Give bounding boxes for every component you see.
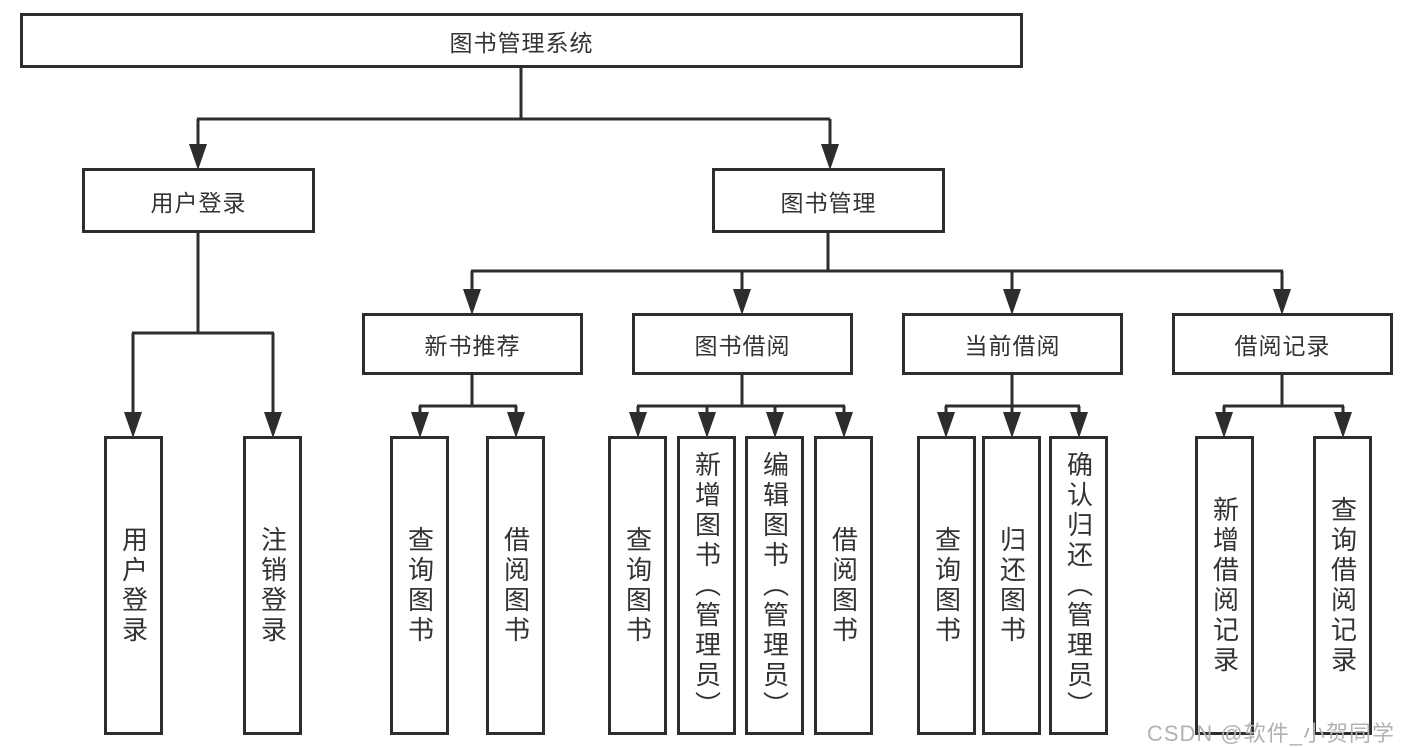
leaf-return-book: 归还图书 — [982, 436, 1041, 735]
arrowhead-icon — [733, 289, 751, 315]
watermark: CSDN @软件_小贺同学 — [1146, 721, 1395, 746]
arrowhead-icon — [1003, 289, 1021, 315]
leaf-query-book-recommend: 查询图书 — [390, 436, 449, 735]
leaf-add-book-admin: 新增图书（管理员） — [677, 436, 736, 735]
leaf-confirm-return-admin: 确认归还（管理员） — [1049, 436, 1108, 735]
leaf-query-book-borrow: 查询图书 — [608, 436, 667, 735]
leaf-borrow-book-recommend: 借阅图书 — [486, 436, 545, 735]
arrowhead-icon — [1273, 289, 1291, 315]
arrowhead-icon — [821, 144, 839, 170]
arrowhead-icon — [937, 412, 955, 438]
node-borrow-record: 借阅记录 — [1172, 313, 1393, 375]
arrowhead-icon — [1215, 412, 1233, 438]
leaf-query-borrow-record: 查询借阅记录 — [1313, 436, 1372, 735]
leaf-logout: 注销登录 — [243, 436, 302, 735]
leaf-edit-book-admin: 编辑图书（管理员） — [745, 436, 804, 735]
arrowhead-icon — [698, 412, 716, 438]
leaf-borrow-book: 借阅图书 — [814, 436, 873, 735]
node-user-login: 用户登录 — [82, 168, 315, 233]
leaf-query-book-current: 查询图书 — [917, 436, 976, 735]
arrowhead-icon — [124, 412, 142, 438]
arrowhead-icon — [463, 289, 481, 315]
node-book-management: 图书管理 — [712, 168, 945, 233]
arrowhead-icon — [766, 412, 784, 438]
arrowhead-icon — [1070, 412, 1088, 438]
arrowhead-icon — [507, 412, 525, 438]
arrowhead-icon — [264, 412, 282, 438]
arrowhead-icon — [1334, 412, 1352, 438]
node-book-borrow: 图书借阅 — [632, 313, 853, 375]
leaf-user-login: 用户登录 — [104, 436, 163, 735]
leaf-add-borrow-record: 新增借阅记录 — [1195, 436, 1254, 735]
arrowhead-icon — [835, 412, 853, 438]
arrowhead-icon — [189, 144, 207, 170]
arrowhead-icon — [629, 412, 647, 438]
node-library-management-system: 图书管理系统 — [20, 13, 1023, 68]
node-new-book-recommend: 新书推荐 — [362, 313, 583, 375]
arrowhead-icon — [411, 412, 429, 438]
arrowhead-icon — [1003, 412, 1021, 438]
node-current-borrow: 当前借阅 — [902, 313, 1123, 375]
